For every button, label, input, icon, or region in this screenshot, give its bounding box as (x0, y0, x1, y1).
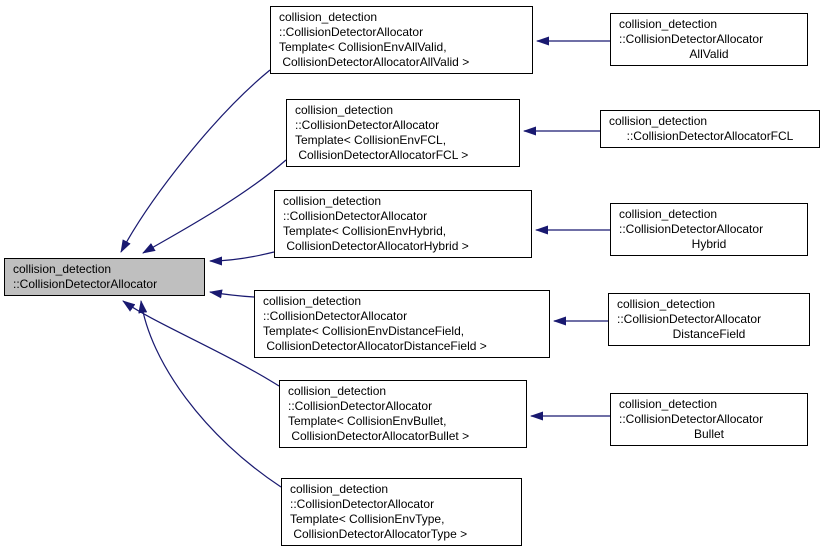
node-label-line: collision_detection (288, 384, 387, 398)
node-label-line: Template< CollisionEnvFCL, (295, 133, 447, 147)
node-label-line: CollisionDetectorAllocatorDistanceField … (263, 339, 487, 353)
node-label-line: CollisionDetectorAllocatorFCL > (295, 148, 469, 162)
node-label-line: collision_detection (263, 294, 362, 308)
node-label-line: collision_detection (619, 397, 718, 411)
node-label-line: collision_detection (13, 262, 112, 276)
node-label-line: collision_detection (617, 297, 716, 311)
node-label-line: ::CollisionDetectorAllocator (295, 118, 440, 132)
node-label-line: collision_detection (619, 207, 718, 221)
node-label-line: ::CollisionDetectorAllocator (279, 25, 424, 39)
node-label-line: CollisionDetectorAllocatorType > (290, 527, 468, 541)
node-label-line: Bullet (693, 427, 725, 441)
node-template-allvalid[interactable]: collision_detection ::CollisionDetectorA… (270, 6, 533, 74)
node-template-fcl[interactable]: collision_detection ::CollisionDetectorA… (286, 99, 520, 167)
node-label-line: ::CollisionDetectorAllocator (290, 497, 435, 511)
node-label-line: ::CollisionDetectorAllocator (619, 412, 764, 426)
node-label-line: ::CollisionDetectorAllocator (288, 399, 433, 413)
edge-template-fcl-to-root (142, 159, 287, 254)
node-label-line: Template< CollisionEnvHybrid, (283, 224, 447, 238)
node-label-line: ::CollisionDetectorAllocatorFCL (626, 129, 794, 143)
node-label-line: Template< CollisionEnvDistanceField, (263, 324, 465, 338)
edge-template-bullet-to-root (122, 300, 280, 387)
node-label-line: ::CollisionDetectorAllocator (263, 309, 408, 323)
node-label-line: ::CollisionDetectorAllocator (283, 209, 428, 223)
node-label-line: collision_detection (609, 114, 708, 128)
node-label-line: collision_detection (619, 17, 718, 31)
node-label-line: CollisionDetectorAllocatorAllValid > (279, 55, 470, 69)
edge-template-distancefield-to-root (209, 289, 255, 299)
node-label-line: collision_detection (290, 482, 389, 496)
node-label-line: Template< CollisionEnvAllValid, (279, 40, 447, 54)
node-label-line: ::CollisionDetectorAllocator (619, 32, 764, 46)
edge-template-allvalid-to-root (120, 69, 271, 253)
node-label-line: Hybrid (691, 237, 727, 251)
node-template-type[interactable]: collision_detection ::CollisionDetectorA… (281, 478, 522, 546)
node-template-distancefield[interactable]: collision_detection ::CollisionDetectorA… (254, 290, 550, 358)
node-label-line: collision_detection (283, 194, 382, 208)
node-allocator-bullet[interactable]: collision_detection ::CollisionDetectorA… (610, 393, 808, 446)
node-label-line: collision_detection (279, 10, 378, 24)
node-label-line: AllValid (689, 47, 729, 61)
node-label-line: CollisionDetectorAllocatorBullet > (288, 429, 470, 443)
node-label-line: collision_detection (295, 103, 394, 117)
node-allocator-fcl[interactable]: collision_detection ::CollisionDetectorA… (600, 110, 820, 148)
node-label-line: ::CollisionDetectorAllocator (619, 222, 764, 236)
node-label-line: Template< CollisionEnvBullet, (288, 414, 447, 428)
edge-template-hybrid-to-root (209, 251, 275, 266)
node-label-line: ::CollisionDetectorAllocator (13, 277, 158, 291)
node-label-line: CollisionDetectorAllocatorHybrid > (283, 239, 469, 253)
node-label-line: Template< CollisionEnvType, (290, 512, 445, 526)
node-allocator-allvalid[interactable]: collision_detection ::CollisionDetectorA… (610, 13, 808, 66)
node-label-line: DistanceField (672, 327, 746, 341)
node-label-line: ::CollisionDetectorAllocator (617, 312, 762, 326)
node-allocator-hybrid[interactable]: collision_detection ::CollisionDetectorA… (610, 203, 808, 256)
node-allocator-distancefield[interactable]: collision_detection ::CollisionDetectorA… (608, 293, 810, 346)
node-collision-detector-allocator[interactable]: collision_detection ::CollisionDetectorA… (4, 258, 205, 296)
node-template-bullet[interactable]: collision_detection ::CollisionDetectorA… (279, 380, 527, 448)
node-template-hybrid[interactable]: collision_detection ::CollisionDetectorA… (274, 190, 532, 258)
edge-template-type-to-root (138, 300, 282, 488)
